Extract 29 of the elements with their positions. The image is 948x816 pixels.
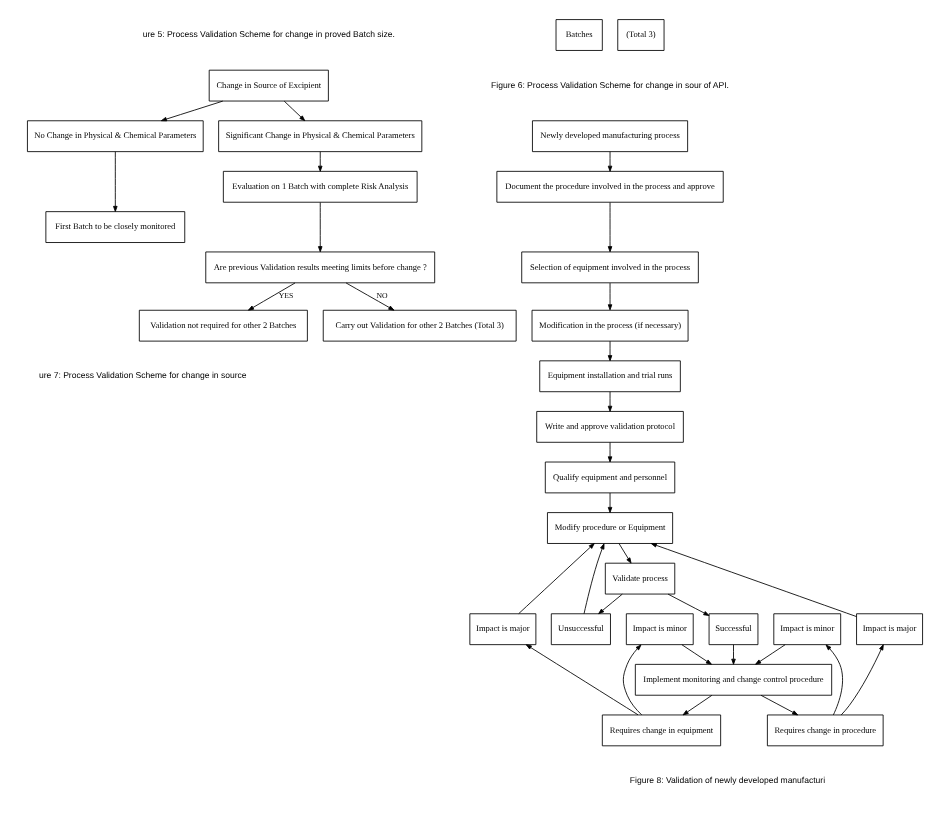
arrow xyxy=(112,151,117,212)
arrow xyxy=(666,593,709,616)
arrow xyxy=(617,543,631,564)
arrow xyxy=(730,644,735,665)
arrow xyxy=(517,543,594,615)
arrow xyxy=(606,202,612,253)
arrow xyxy=(606,391,612,412)
arrow xyxy=(680,644,711,665)
arrow xyxy=(317,151,322,172)
arrow xyxy=(606,151,612,172)
arrow xyxy=(681,694,712,716)
arrow xyxy=(824,644,842,716)
arrow xyxy=(282,100,305,122)
arrow xyxy=(317,202,322,253)
arrow xyxy=(754,644,785,665)
arrow xyxy=(621,644,642,716)
arrow xyxy=(344,282,394,311)
arrow xyxy=(582,543,604,615)
arrow xyxy=(247,282,295,311)
arrow xyxy=(839,644,883,716)
arrow xyxy=(606,282,612,311)
arrow xyxy=(606,492,612,513)
arrow xyxy=(159,100,223,122)
arrow xyxy=(606,340,612,362)
arrow xyxy=(606,441,612,463)
arrow xyxy=(649,543,856,617)
arrow xyxy=(597,593,622,615)
arrow xyxy=(524,644,638,716)
arrow xyxy=(759,694,798,716)
